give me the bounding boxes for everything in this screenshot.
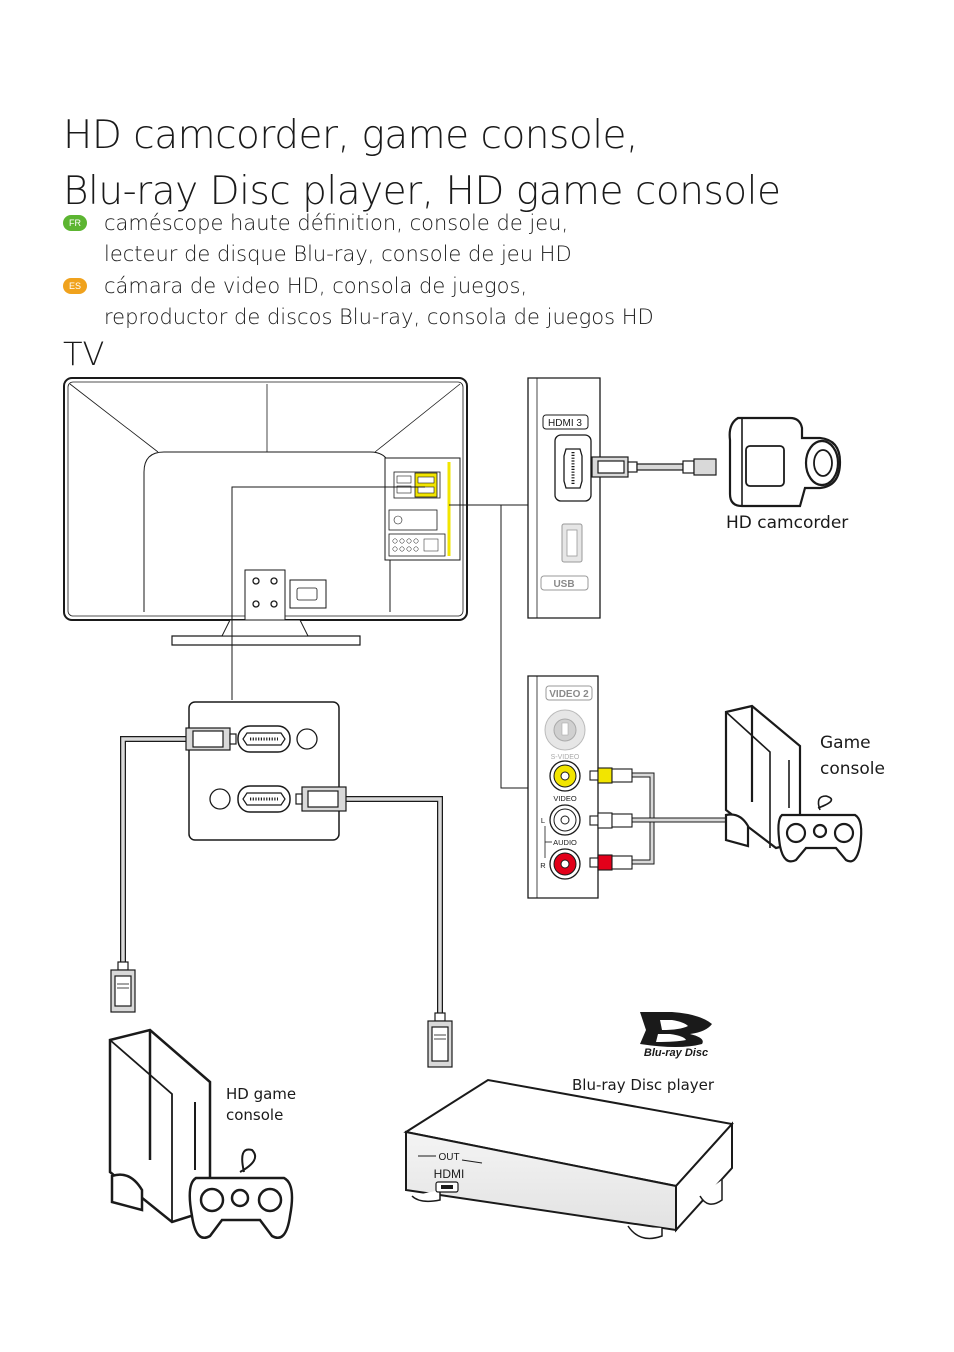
camcorder-cable	[591, 456, 717, 478]
fr-flag-icon: FR	[63, 215, 87, 231]
svideo-port-label: S-VIDEO	[551, 754, 580, 761]
video-port-label: VIDEO	[553, 794, 577, 803]
bluray-logo-icon: Blu-ray Disc	[640, 1012, 712, 1059]
game-console-icon	[724, 704, 863, 863]
tv-label: TV	[63, 335, 105, 373]
rca-cables	[589, 767, 730, 871]
hdmi-panel	[188, 701, 340, 841]
bluray-player-icon	[403, 1078, 734, 1240]
es-line-1: cámara de video HD, consola de juegos,	[104, 274, 528, 298]
game-console-label-1: Game	[820, 733, 871, 753]
fr-line-2: lecteur de disque Blu-ray, console de je…	[104, 242, 572, 266]
page-title: HD camcorder, game console, Blu-ray Disc…	[63, 108, 781, 220]
es-flag-icon: ES	[63, 278, 87, 294]
bluray-logo-text: Blu-ray Disc	[644, 1047, 708, 1059]
bluray-player-label: Blu-ray Disc player	[572, 1076, 715, 1094]
bluray-out-label: OUT	[438, 1152, 459, 1163]
tv-illustration	[63, 377, 468, 646]
audio-port-label: AUDIO	[553, 838, 577, 847]
es-line-2: reproductor de discos Blu-ray, consola d…	[104, 305, 654, 329]
camcorder-icon	[728, 416, 842, 508]
side-panel-hdmi-usb	[527, 377, 601, 619]
fr-line-1: caméscope haute définition, console de j…	[104, 211, 569, 235]
video2-port-label: VIDEO 2	[549, 689, 589, 700]
bluray-cable	[295, 786, 453, 1068]
usb-port-label: USB	[553, 579, 574, 590]
audio-r-label: R	[540, 861, 546, 870]
translation-fr: FR caméscope haute définition, console d…	[63, 208, 572, 270]
audio-l-label: L	[541, 816, 545, 825]
hd-game-console-label-2: console	[226, 1106, 284, 1124]
translation-es: ES cámara de video HD, consola de juegos…	[63, 271, 654, 333]
hdmi3-port-label: HDMI 3	[548, 418, 582, 429]
connection-lines	[231, 486, 528, 789]
hd-game-console-cable	[110, 727, 237, 1013]
hd-game-console-label-1: HD game	[226, 1085, 297, 1103]
bluray-hdmi-label: HDMI	[434, 1167, 465, 1181]
title-line-2: Blu-ray Disc player, HD game console	[63, 169, 781, 214]
title-line-1: HD camcorder, game console,	[63, 113, 638, 158]
game-console-label-2: console	[820, 759, 885, 779]
side-panel-av	[527, 675, 599, 899]
hd-camcorder-label: HD camcorder	[726, 513, 849, 533]
hd-game-console-icon	[108, 1028, 294, 1239]
